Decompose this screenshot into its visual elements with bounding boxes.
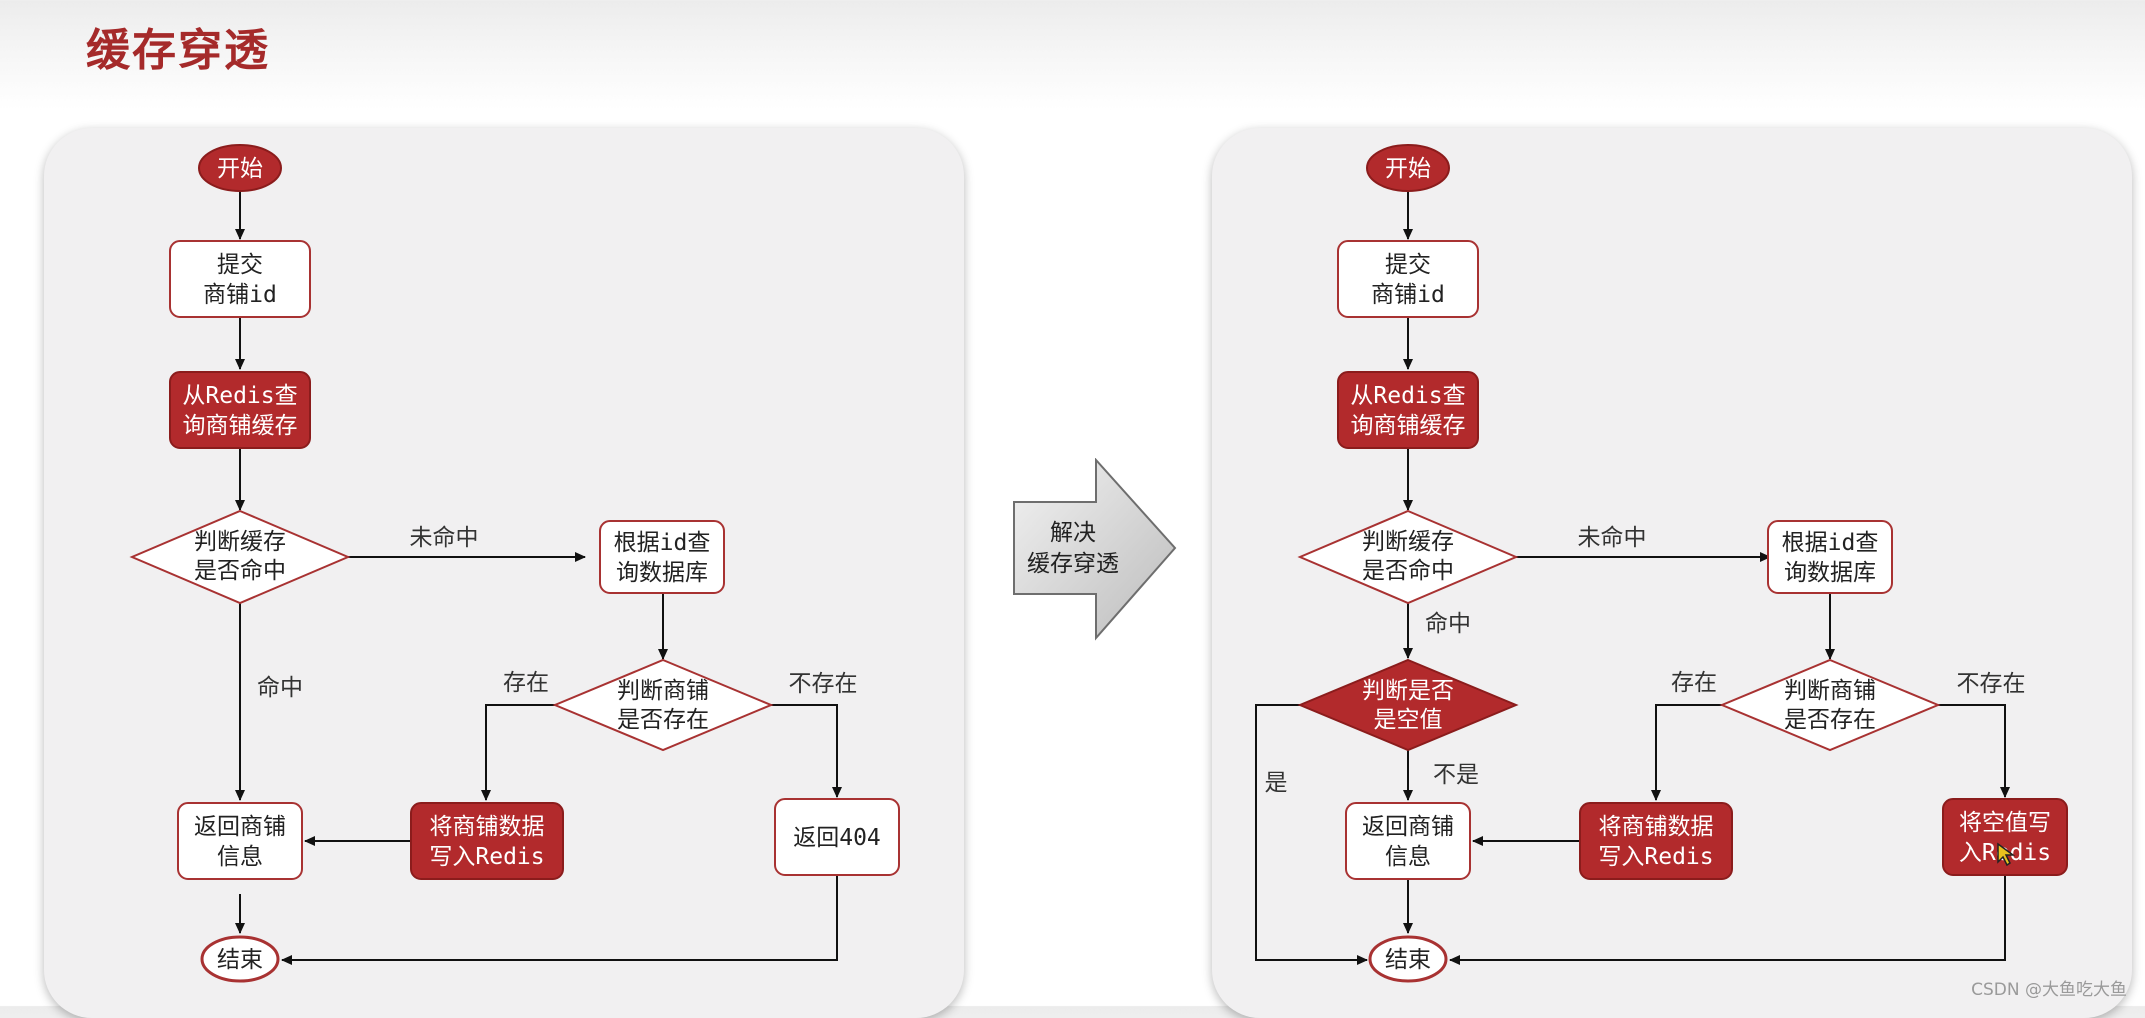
edge-hit-label: 命中 xyxy=(1425,611,1471,637)
edge-exists xyxy=(1651,704,1722,801)
end-node xyxy=(200,935,280,983)
submit-label-2: 商铺id xyxy=(203,282,277,308)
judge-exist-node xyxy=(552,658,774,752)
arrow-shape xyxy=(1013,458,1177,641)
write-redis-label-1: 将商铺数据 xyxy=(1599,814,1714,840)
query-db-label-2: 询数据库 xyxy=(616,560,708,586)
edge-miss-label: 未命中 xyxy=(410,525,479,551)
judge-hit-node xyxy=(129,509,351,605)
end-node xyxy=(1368,935,1448,983)
solve-arrow: 解决 缓存穿透 xyxy=(1013,458,1177,641)
submit-label-2: 商铺id xyxy=(1371,282,1445,308)
return-404-label: 返回404 xyxy=(793,825,881,851)
write-redis-label-2: 写入Redis xyxy=(1598,844,1713,870)
edge-not-exists-label: 不存在 xyxy=(1957,671,2026,697)
submit-label-1: 提交 xyxy=(1385,252,1431,278)
edge-not-exists-label: 不存在 xyxy=(789,671,858,697)
start-label: 开始 xyxy=(217,156,263,182)
edge-miss-label: 未命中 xyxy=(1578,525,1647,551)
judge-hit-label-1: 判断缓存 xyxy=(1362,529,1454,555)
return-shop-node xyxy=(1345,802,1471,880)
edge-404-end xyxy=(281,876,838,965)
edge-exists-label: 存在 xyxy=(503,670,549,696)
edge-exists xyxy=(481,704,555,801)
flowchart-panel-before: 开始 提交 商铺id 从Redis查 询商铺缓存 判断缓存 是否命中 根据id查… xyxy=(44,128,964,1018)
write-redis-label-1: 将商铺数据 xyxy=(430,814,545,840)
return-404-node xyxy=(774,798,900,876)
judge-exist-label-1: 判断商铺 xyxy=(617,678,709,704)
flowchart-before: 开始 提交 商铺id 从Redis查 询商铺缓存 判断缓存 是否命中 根据id查… xyxy=(129,144,900,983)
judge-hit-label-1: 判断缓存 xyxy=(194,529,286,555)
query-db-label-2: 询数据库 xyxy=(1784,560,1876,586)
start-label: 开始 xyxy=(1385,156,1431,182)
start-node xyxy=(1366,144,1450,192)
query-redis-label-1: 从Redis查 xyxy=(182,383,297,409)
flowchart-after: 开始 提交 商铺id 从Redis查 询商铺缓存 判断缓存 是否命中 判断是否 … xyxy=(1255,144,2068,983)
edge-is-null xyxy=(1255,704,1368,965)
submit-label-1: 提交 xyxy=(217,252,263,278)
judge-exist-label-2: 是否存在 xyxy=(1784,707,1876,733)
query-db-node xyxy=(599,520,725,594)
return-shop-label-2: 信息 xyxy=(1385,844,1431,870)
judge-hit-label-2: 是否命中 xyxy=(1362,558,1454,584)
return-shop-node xyxy=(177,802,303,880)
page-title: 缓存穿透 xyxy=(86,25,270,76)
query-db-label-1: 根据id查 xyxy=(1782,530,1879,556)
edge-no-label: 不是 xyxy=(1433,762,1479,788)
judge-null-label-2: 是空值 xyxy=(1374,707,1443,733)
query-redis-label-2: 询商铺缓存 xyxy=(1351,413,1466,439)
query-redis-label-1: 从Redis查 xyxy=(1350,383,1465,409)
return-shop-label-1: 返回商铺 xyxy=(194,814,286,840)
query-db-node xyxy=(1767,520,1893,594)
judge-null-label-1: 判断是否 xyxy=(1362,678,1454,704)
arrow-label-2: 缓存穿透 xyxy=(1027,551,1119,577)
write-null-node xyxy=(1942,798,2068,876)
judge-hit-label-2: 是否命中 xyxy=(194,558,286,584)
judge-null-node xyxy=(1297,658,1519,752)
flowchart-panel-after: 开始 提交 商铺id 从Redis查 询商铺缓存 判断缓存 是否命中 判断是否 … xyxy=(1212,128,2132,1018)
return-shop-label-2: 信息 xyxy=(217,844,263,870)
edge-not-exists xyxy=(1938,704,2010,798)
write-redis-label-2: 写入Redis xyxy=(429,844,544,870)
end-label: 结束 xyxy=(217,947,263,973)
query-redis-label-2: 询商铺缓存 xyxy=(183,413,298,439)
query-db-label-1: 根据id查 xyxy=(614,530,711,556)
write-null-label-1: 将空值写 xyxy=(1959,810,2051,836)
edge-exists-label: 存在 xyxy=(1671,670,1717,696)
judge-exist-label-2: 是否存在 xyxy=(617,707,709,733)
write-redis-node xyxy=(1579,802,1733,880)
judge-exist-label-1: 判断商铺 xyxy=(1784,678,1876,704)
edge-hit-label: 命中 xyxy=(257,675,303,701)
start-node xyxy=(198,144,282,192)
end-label: 结束 xyxy=(1385,947,1431,973)
judge-exist-node xyxy=(1719,658,1941,752)
write-redis-node xyxy=(410,802,564,880)
edge-yes-label: 是 xyxy=(1265,770,1288,796)
edge-not-exists xyxy=(771,704,842,798)
query-redis-node xyxy=(169,371,311,449)
query-redis-node xyxy=(1337,371,1479,449)
mouse-cursor-icon xyxy=(1997,842,2016,867)
submit-node xyxy=(169,240,311,318)
watermark: CSDN @大鱼吃大鱼 xyxy=(1971,980,2127,1000)
return-shop-label-1: 返回商铺 xyxy=(1362,814,1454,840)
judge-hit-node xyxy=(1297,509,1519,605)
edge-null-end xyxy=(1449,876,2006,965)
submit-node xyxy=(1337,240,1479,318)
arrow-label-1: 解决 xyxy=(1050,520,1096,546)
